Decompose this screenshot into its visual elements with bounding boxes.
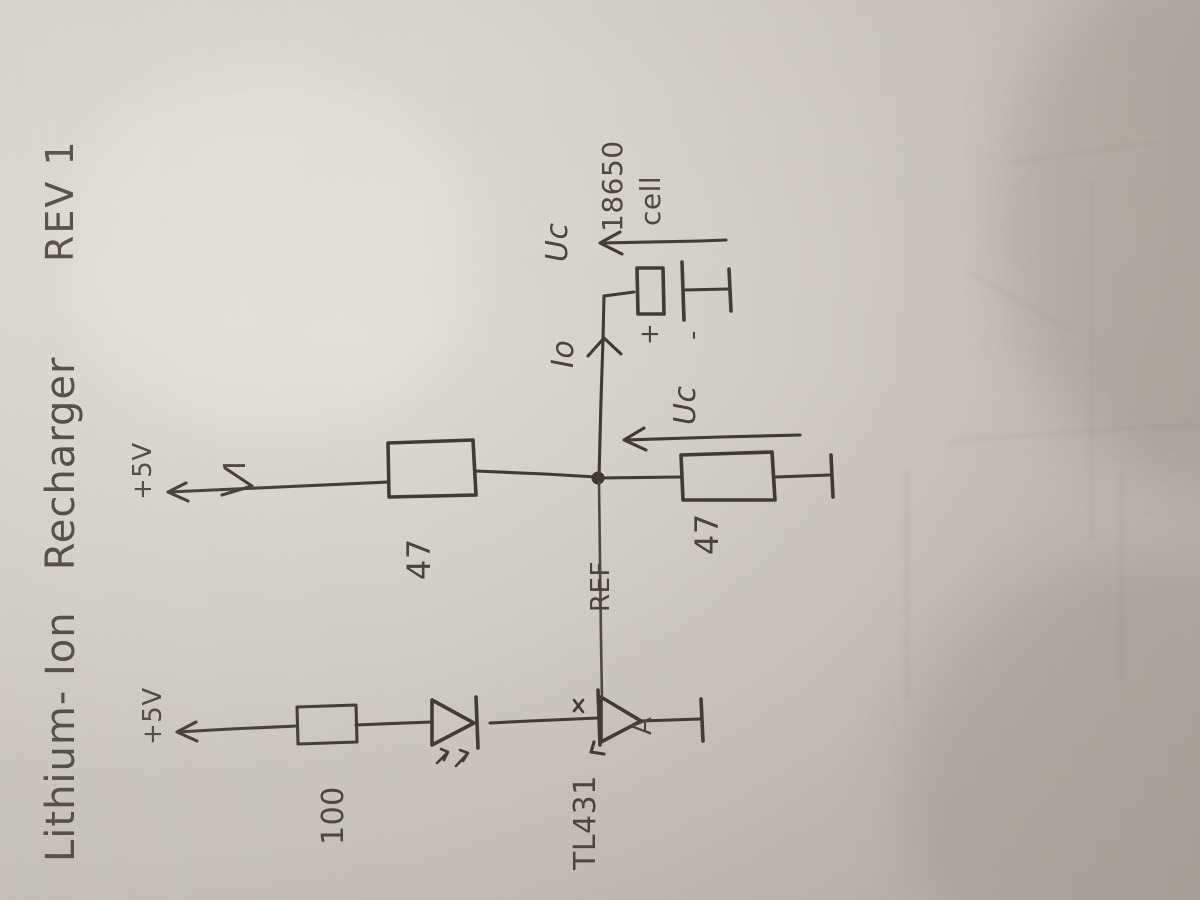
title-line-1: Lithium- Ion Recharger <box>38 356 84 862</box>
wire-cathode-to-led <box>488 716 600 725</box>
tl431-triangle <box>599 695 643 744</box>
arrowhead-current-I <box>220 466 254 497</box>
line-uc-sense-arrow <box>623 433 802 442</box>
label-resistor-led-100: 100 <box>316 786 351 845</box>
arrowhead-supply-top <box>166 481 190 503</box>
arrowhead-uc-cell <box>598 230 624 256</box>
ground-bar-tl431 <box>699 697 705 743</box>
battery-positive-plate <box>635 266 666 316</box>
ground-bar-sense <box>829 453 835 499</box>
wire-resistor-to-node <box>474 469 598 479</box>
label-uc-sense: Uc <box>668 385 703 425</box>
label-resistor-sense-47: 47 <box>688 513 726 555</box>
ground-bar-battery <box>727 267 733 313</box>
wire-battery-corner <box>602 290 636 298</box>
wire-battery-to-gnd <box>682 287 730 292</box>
arrowhead-supply-bottom <box>175 720 199 743</box>
resistor-sense-47-body <box>679 450 777 502</box>
led-cathode-bar <box>474 695 480 750</box>
label-current-I: I <box>218 460 253 470</box>
label-tl431-a: A <box>628 716 658 735</box>
wire-supply-top <box>166 480 390 494</box>
wire-tl431-anode-to-gnd <box>639 717 702 723</box>
resistor-series-47-body <box>386 438 478 499</box>
wire-node-to-sense-resistor <box>596 475 682 480</box>
wire-sense-resistor-to-gnd <box>773 473 832 479</box>
led-emission-arrow-2 <box>454 748 470 768</box>
label-io: Io <box>546 339 581 368</box>
resistor-led-100-body <box>295 703 359 746</box>
tl431-ref-hook <box>589 740 606 756</box>
label-cell-line-2: cell <box>634 175 667 226</box>
label-battery-plus: + <box>635 322 665 345</box>
label-cell-line-1: 18650 <box>596 140 629 232</box>
arrowhead-uc-sense <box>622 426 648 452</box>
label-supply-bottom: +5V <box>138 687 168 745</box>
led-triangle <box>430 698 476 747</box>
wire-node-to-battery <box>597 294 606 480</box>
wire-led-to-resistor <box>354 720 434 727</box>
label-resistor-series-47: 47 <box>400 538 438 580</box>
arrowhead-io <box>586 336 623 358</box>
line-uc-cell-arrow <box>599 238 728 245</box>
label-ref: REF <box>586 561 616 612</box>
label-uc-cell: Uc <box>540 222 575 262</box>
wire-resistor-to-supply-bottom <box>176 724 299 734</box>
wire-ref <box>597 480 604 702</box>
title-line-2: REV 1 <box>38 139 82 262</box>
label-battery-minus: - <box>678 330 708 340</box>
label-tl431: TL431 <box>568 775 603 870</box>
led-emission-arrow-1 <box>435 747 450 765</box>
label-supply-top: +5V <box>128 442 158 500</box>
tl431-k-tick <box>572 698 585 714</box>
